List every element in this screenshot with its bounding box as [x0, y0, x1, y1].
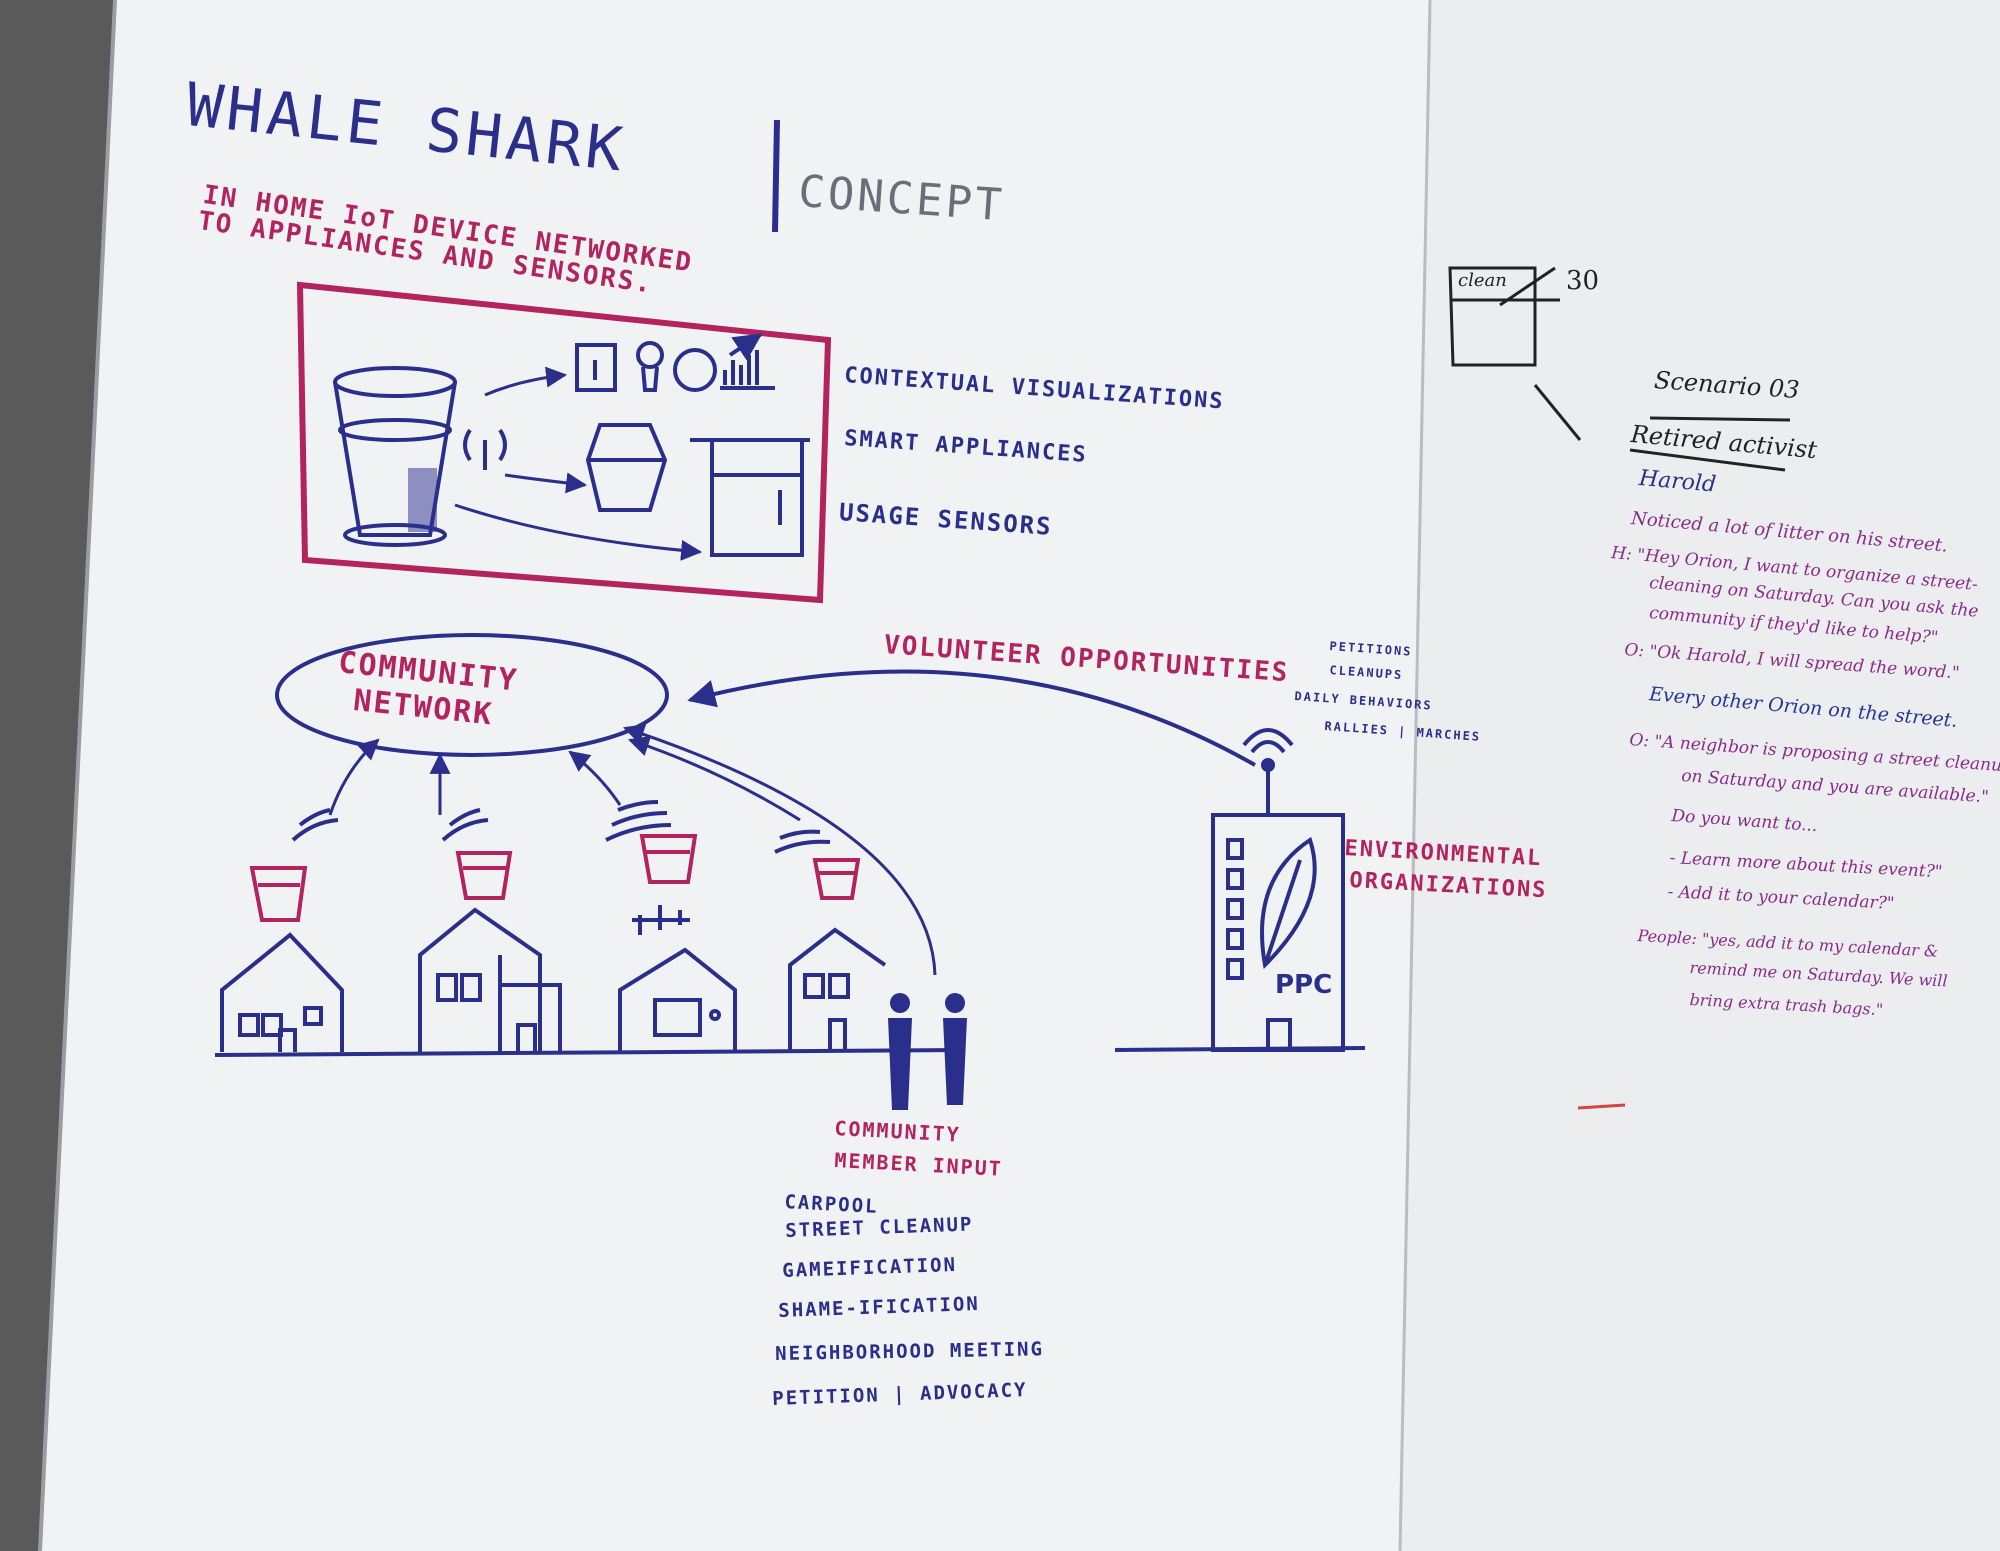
volunteer-arc	[687, 669, 1256, 767]
community-network-ellipse	[275, 633, 669, 757]
arrow-members	[623, 724, 937, 976]
building-sign: PPC	[1275, 970, 1333, 1000]
arrow-house-4	[628, 736, 801, 822]
arrow-to-visualizations	[484, 366, 568, 397]
device-box	[296, 281, 832, 604]
visualization-icons	[575, 333, 775, 392]
house-cup-icons	[249, 834, 861, 922]
arrow-to-sensors	[454, 503, 703, 561]
iot-cup-icon	[333, 366, 457, 547]
board-left-edge	[38, 0, 117, 1551]
member-input-label-1: COMMUNITY	[833, 1116, 962, 1147]
signal-icon	[463, 428, 507, 470]
panel-seam	[1398, 0, 1432, 1551]
scenario-underlines	[1629, 416, 1791, 472]
board-panel-left	[40, 0, 1430, 1551]
arrow-house-3	[568, 750, 622, 806]
houses	[220, 905, 887, 1052]
board-panel-right	[1400, 0, 2000, 1551]
community-people-icon	[888, 993, 967, 1110]
house-signal-waves	[291, 800, 831, 854]
title-divider	[772, 119, 780, 233]
clean-sketch	[1448, 266, 1582, 441]
arrow-to-appliances	[504, 472, 588, 494]
stray-mark	[1577, 1103, 1626, 1110]
arrow-house-1	[328, 738, 380, 816]
member-input-item: CARPOOL	[783, 1191, 880, 1218]
ppc-building-icon	[1211, 728, 1345, 1052]
member-input-item: NEIGHBORHOOD MEETING	[774, 1338, 1045, 1365]
ground-line-houses	[214, 1048, 966, 1057]
sketch-number: 30	[1566, 266, 1600, 296]
smart-appliance-icons	[585, 423, 810, 557]
sketch-box-label: clean	[1458, 270, 1507, 291]
